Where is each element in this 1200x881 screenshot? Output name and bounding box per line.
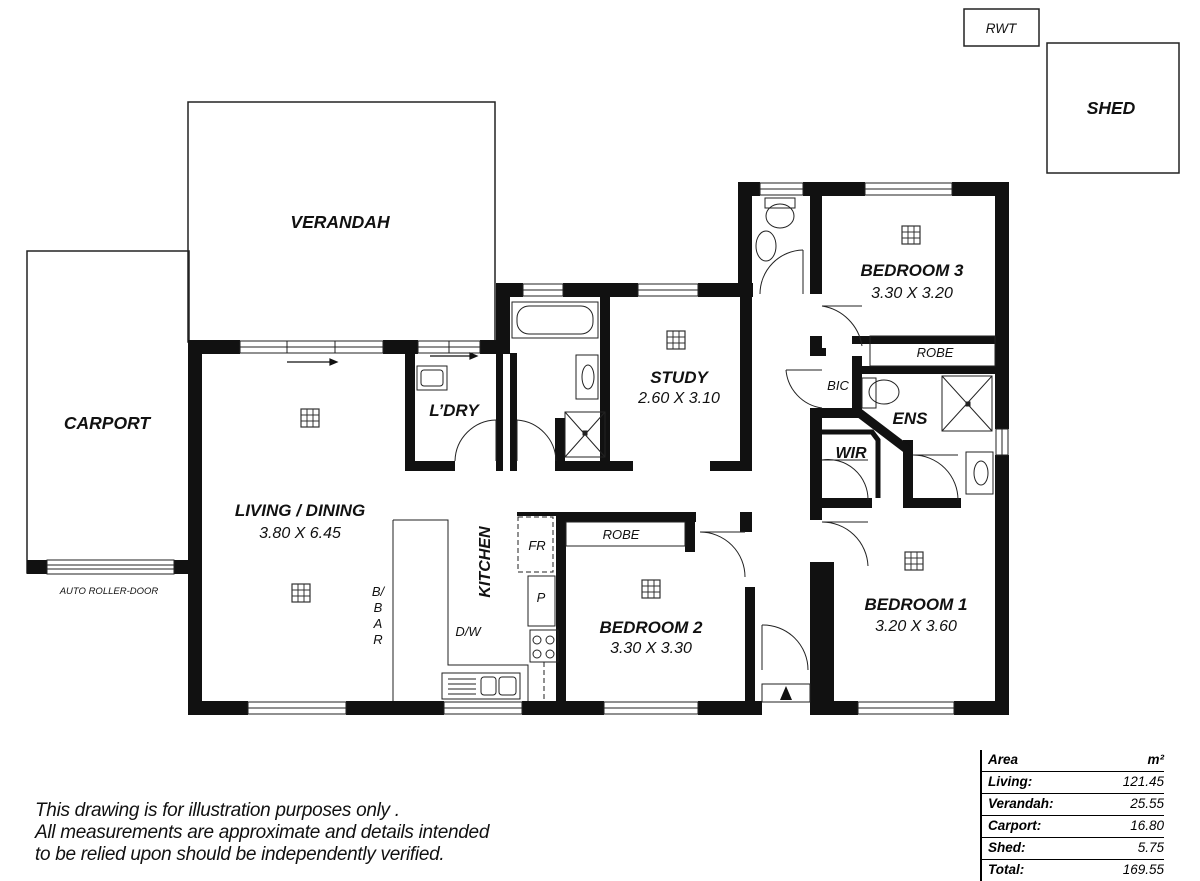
verandah-label: VERANDAH [290,212,390,232]
bedroom3-label: BEDROOM 3 [861,261,965,280]
area-row: Verandah: 25.55 [982,794,1164,816]
wir-label: WIR [835,445,867,462]
wir-wall [822,408,913,500]
area-total-label: Total: [988,862,1025,877]
area-total-row: Total: 169.55 [982,860,1164,881]
bedroom3-size: 3.30 X 3.20 [871,285,953,302]
disclaimer-line-2: All measurements are approximate and det… [35,822,490,843]
area-row-label: Carport: [988,818,1042,833]
bedroom2-label: BEDROOM 2 [600,618,704,637]
bic-label: BIC [827,378,849,393]
disclaimer: This drawing is for illustration purpose… [35,800,555,866]
area-table-header: Area m² [982,750,1164,772]
ens-label: ENS [893,409,929,428]
living-size: 3.80 X 6.45 [259,525,341,542]
roller-door-label: AUTO ROLLER-DOOR [59,586,159,597]
carport-outline [26,250,190,574]
robe-bed2-label: ROBE [603,527,640,542]
entry-step [761,683,811,703]
bedroom2-size: 3.30 X 3.30 [610,640,692,657]
area-header-label: Area [988,752,1019,767]
robes [565,335,996,547]
bbar-label-2: B [374,600,383,615]
area-row-value: 5.75 [1137,840,1164,855]
area-row-label: Living: [988,774,1033,789]
fridge-label: FR [528,538,545,553]
exterior-walls [188,182,1009,715]
rwt-outline [963,8,1040,47]
bbar-label-1: B/ [372,584,386,599]
shed-outline [1046,42,1180,174]
area-row-value: 25.55 [1130,796,1164,811]
kitchen-bench [392,516,559,701]
pantry-label: P [537,590,546,605]
rwt-label: RWT [986,21,1018,36]
laundry-label: L’DRY [429,401,480,420]
bbar-label-4: R [373,632,382,647]
area-header-unit: m² [1147,752,1165,767]
carport-label: CARPORT [64,413,152,433]
robe-bed3-label: ROBE [917,345,954,360]
study-size: 2.60 X 3.10 [637,390,720,407]
area-row: Living: 121.45 [982,772,1164,794]
area-row-value: 121.45 [1122,774,1164,789]
bedroom1-size: 3.20 X 3.60 [875,618,957,635]
area-total-value: 169.55 [1122,862,1164,877]
area-row-label: Shed: [988,840,1026,855]
bedroom1-label: BEDROOM 1 [865,595,968,614]
area-row: Shed: 5.75 [982,838,1164,860]
study-label: STUDY [650,368,709,387]
dishwasher-label: D/W [455,624,482,639]
area-row: Carport: 16.80 [982,816,1164,838]
bath-fixtures [416,197,994,495]
shed-label: SHED [1087,98,1136,118]
roller-door [27,559,190,575]
area-row-value: 16.80 [1130,818,1164,833]
kitchen-label: KITCHEN [477,526,494,598]
sliding-door-arrows [287,352,479,366]
area-table: Area m² Living: 121.45 Verandah: 25.55 C… [980,750,1164,881]
area-row-label: Verandah: [988,796,1054,811]
disclaimer-line-1: This drawing is for illustration purpose… [35,800,400,821]
disclaimer-line-3: to be relied upon should be independentl… [35,844,445,865]
door-swings [454,249,959,671]
living-label: LIVING / DINING [235,501,365,520]
bbar-label-3: A [373,616,383,631]
windows [239,182,1009,715]
